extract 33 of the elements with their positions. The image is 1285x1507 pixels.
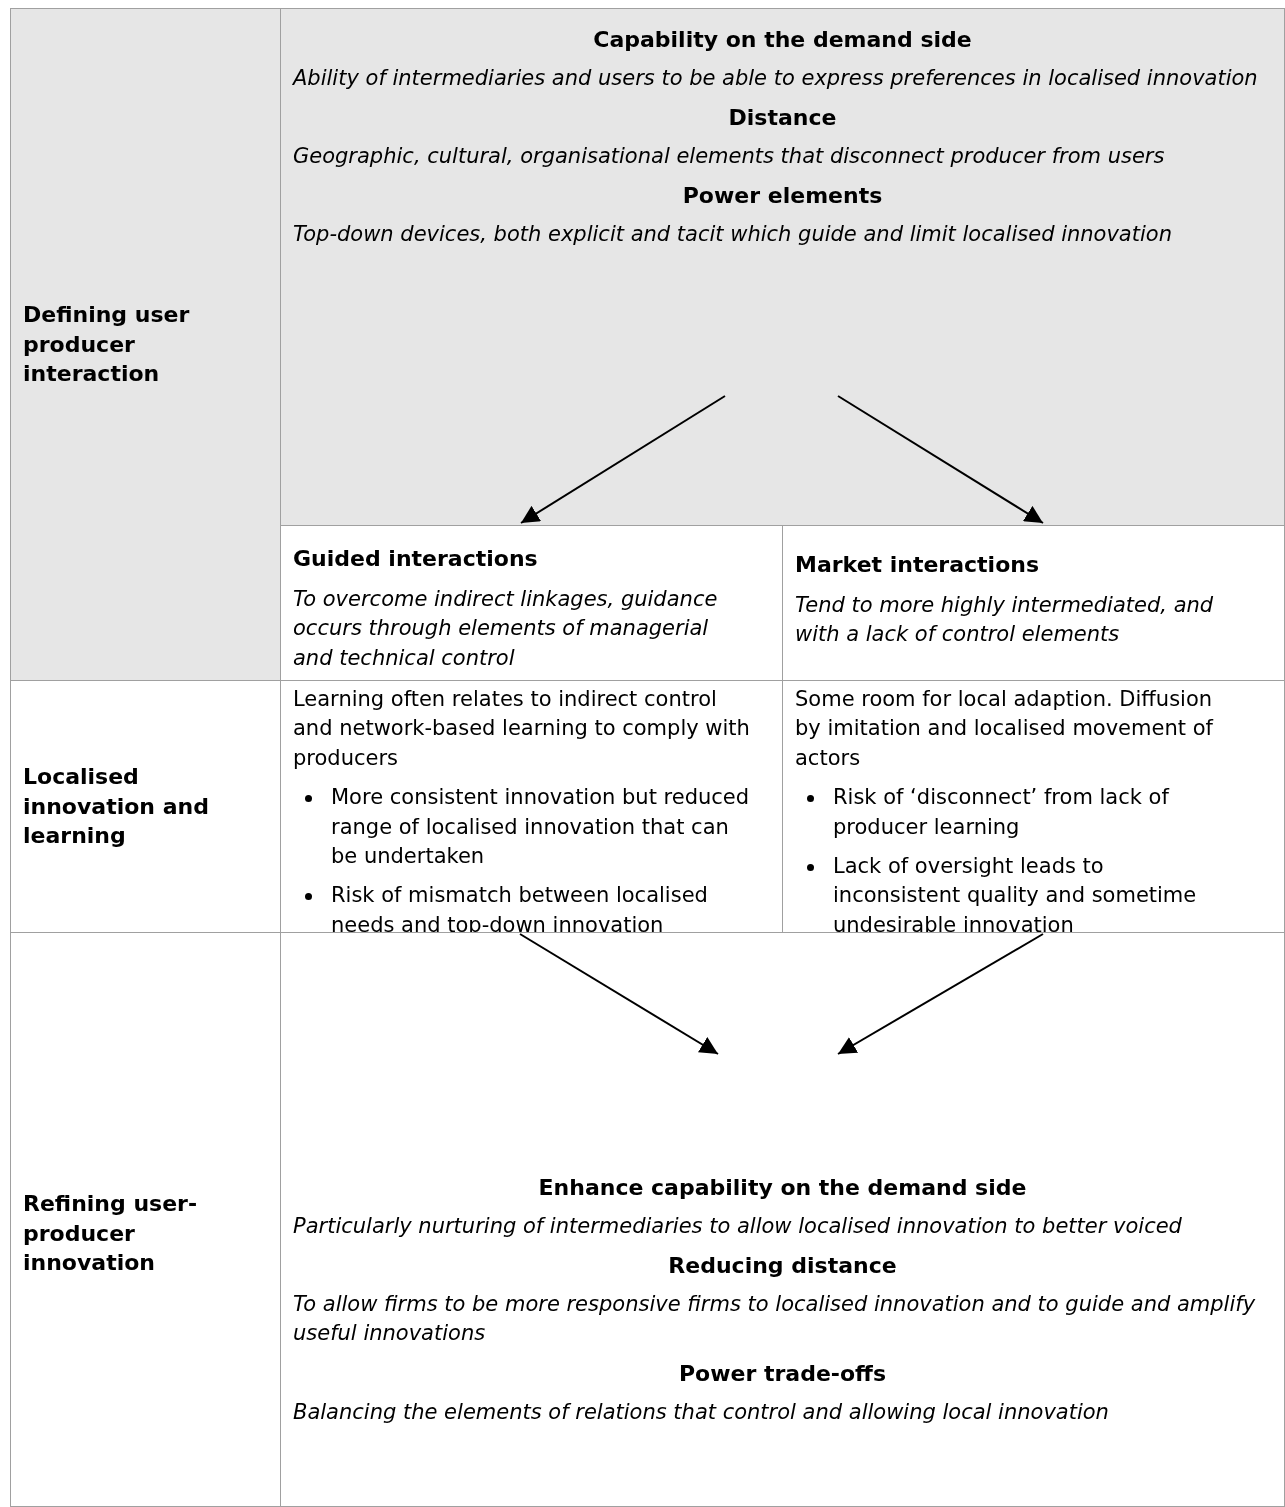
arrow [837,395,1044,524]
row-heading: Refining user-producer innovation [23,1190,199,1278]
table-cell [280,932,1285,1507]
body-text: Some room for local adaption. Diffusion by imitation and localised movement of actors [795,686,1215,772]
row-header-cell [10,8,281,681]
row-heading: Defining user producer interaction [23,300,191,389]
heading-text: Power elements [681,182,884,211]
heading-text: Distance [727,104,838,133]
bullet-item: Lack of oversight leads to inconsistent quality and sometime undesirable innovation [833,852,1198,939]
heading-text: Guided interactions [293,545,539,573]
description-text: Top-down devices, both explicit and tacit which guide and limit localised innovation [293,221,1173,249]
body-text: Learning often relates to indirect control and network-based learning to comply with producers [293,686,751,772]
heading-text: Market interactions [795,551,1041,580]
description-text: To overcome indirect linkages, guidance occurs through elements of managerial and technical control [293,585,719,672]
table-cell [280,8,1285,526]
bullet-item: Risk of ‘disconnect’ from lack of producer learning [833,784,1171,841]
description-text: Particularly nurturing of intermediaries to allow localised innovation to better voiced [293,1212,1183,1240]
description-text: Geographic, cultural, organisational elements that disconnect producer from users [293,143,1166,170]
arrow [837,933,1044,1055]
row-heading: Localised innovation and learning [23,762,210,851]
bullet-item: More consistent innovation but reduced range of localised innovation that can be undertaken [331,784,751,870]
description-text: To allow firms to be more responsive firms to localised innovation and to guide and amplify useful innovations [293,1291,1257,1348]
arrow [520,395,726,524]
description-text: Tend to more highly intermediated, and with a lack of control elements [795,592,1215,649]
row-header-cell [10,932,281,1507]
description-text: Balancing the elements of relations that control and allowing local innovation [293,1398,1110,1426]
description-text: Ability of intermediaries and users to be able to express preferences in localised innovation [293,64,1259,92]
heading-text: Enhance capability on the demand side [537,1174,1028,1202]
heading-text: Capability on the demand side [592,26,973,54]
bullet-item: Risk of mismatch between localised needs and top-down innovation [331,882,709,939]
heading-text: Reducing distance [667,1252,898,1281]
heading-text: Power trade-offs [677,1359,887,1388]
arrow [519,933,719,1055]
